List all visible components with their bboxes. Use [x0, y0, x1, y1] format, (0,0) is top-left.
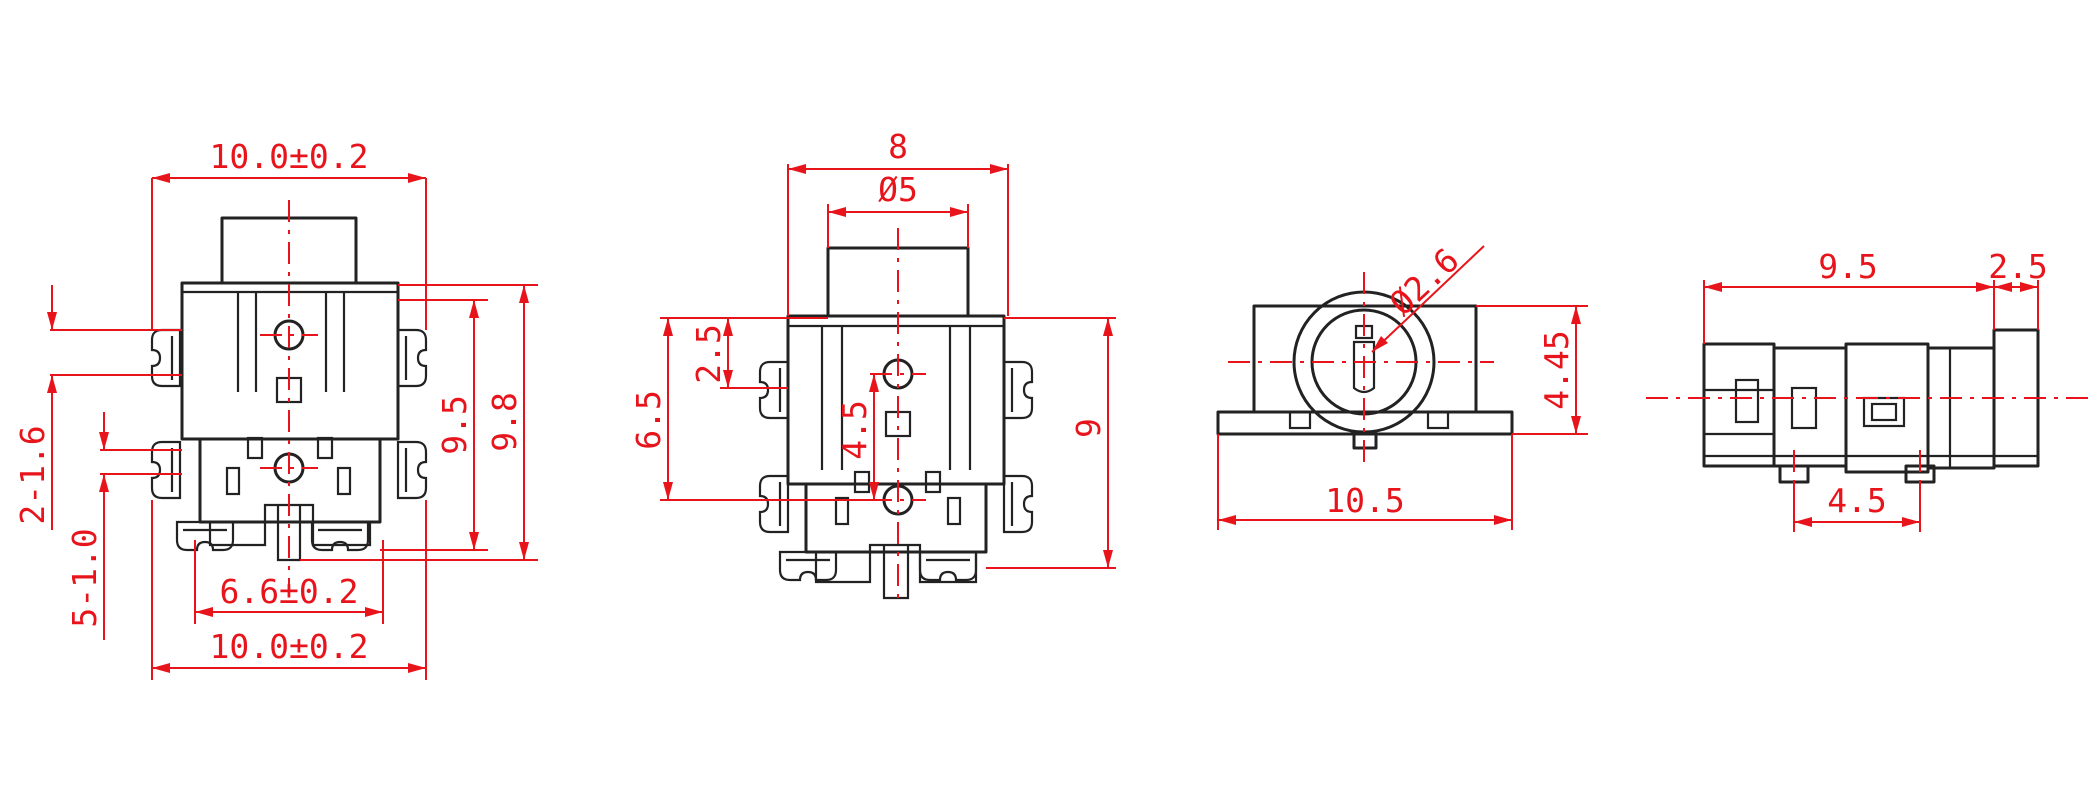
back-pin-gap-dimension: 4.5 [835, 374, 879, 500]
back-height-dimension: 9 [986, 317, 1116, 569]
top-width-label: 10.5 [1325, 481, 1404, 520]
back-centerlines [870, 228, 926, 604]
side-length-label: 9.5 [1818, 247, 1878, 286]
back-pin-gap-label: 4.5 [835, 400, 874, 460]
front-centerlines [260, 200, 318, 590]
front-pitch-a-dimension: 2-1.6 [13, 285, 182, 530]
back-width-dimension: 8 [787, 127, 1009, 316]
side-pin-pitch-dimension: 4.5 [1793, 481, 1921, 532]
front-height-a-dimension: 9.5 [380, 299, 488, 551]
back-offset-mid-dimension: 6.5 [629, 317, 870, 501]
back-offset-top-dimension: 2.5 [689, 317, 828, 389]
back-width-label: 8 [888, 127, 908, 166]
side-nose-label: 2.5 [1988, 247, 2048, 286]
side-centerlines [1646, 397, 2092, 530]
front-width-bottom-dimension: 10.0±0.2 [151, 500, 427, 680]
side-length-dimension: 9.5 2.5 [1703, 247, 2048, 344]
side-pin-pitch-label: 4.5 [1827, 481, 1887, 520]
top-height-dimension: 4.45 [1476, 305, 1588, 435]
back-bore-dimension: Ø5 [827, 170, 969, 248]
front-pitch-b-dimension: 5-1.0 [65, 412, 182, 640]
front-view: 10.0±0.2 10.0±0.2 6.6±0.2 9.5 [13, 137, 538, 680]
top-centerlines [1228, 272, 1494, 462]
back-view: 8 Ø5 2.5 6.5 [629, 127, 1116, 604]
front-pin-span-dimension: 6.6±0.2 [194, 540, 384, 624]
back-bore-label: Ø5 [878, 170, 918, 209]
front-width-bottom-label: 10.0±0.2 [210, 627, 369, 666]
back-offset-top-label: 2.5 [689, 324, 728, 384]
front-height-b-dimension: 9.8 [300, 284, 538, 561]
front-pitch-a-label: 2-1.6 [13, 425, 52, 524]
top-height-label: 4.45 [1537, 330, 1576, 409]
side-view: 9.5 2.5 4.5 [1646, 247, 2092, 532]
top-hole-label: Ø2.6 [1382, 240, 1467, 323]
front-height-a-label: 9.5 [435, 395, 474, 455]
front-width-top-label: 10.0±0.2 [210, 137, 369, 176]
back-height-label: 9 [1069, 418, 1108, 438]
front-width-top-dimension: 10.0±0.2 [151, 137, 427, 330]
back-body [758, 246, 1034, 600]
front-height-b-label: 9.8 [485, 392, 524, 452]
top-width-dimension: 10.5 [1217, 434, 1513, 530]
side-body [1702, 328, 2040, 484]
back-offset-mid-label: 6.5 [629, 390, 668, 450]
front-pitch-b-label: 5-1.0 [65, 528, 104, 627]
top-view: Ø2.6 10.5 4.45 [1216, 240, 1588, 530]
front-pin-span-label: 6.6±0.2 [219, 572, 358, 611]
